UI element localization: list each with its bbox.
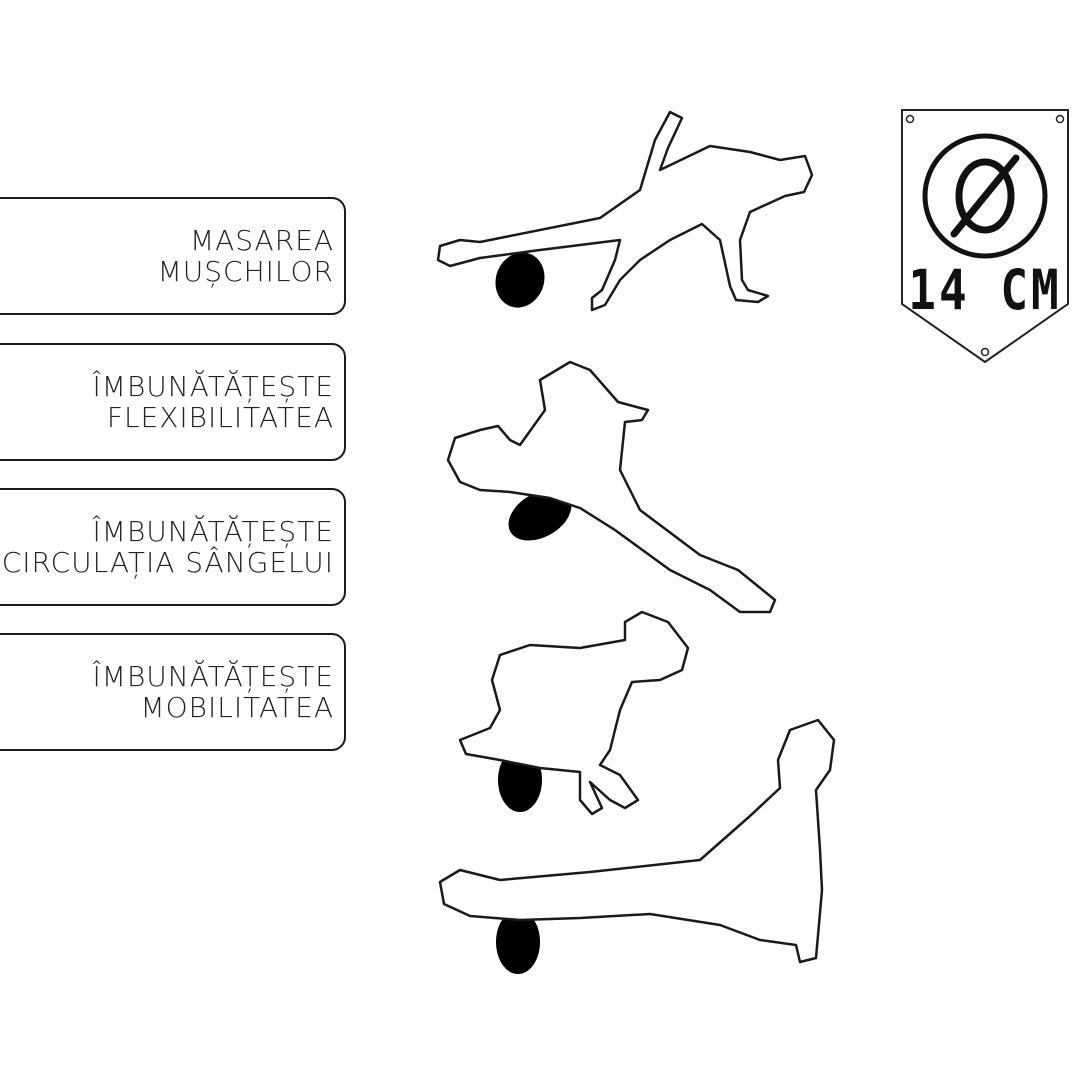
benefit-line: MASAREA <box>189 224 334 257</box>
benefit-line: MUȘCHILOR <box>157 255 334 288</box>
benefit-line: FLEXIBILITATEA <box>106 401 334 434</box>
benefit-line: ÎMBUNĂTĂȚEȘTE <box>92 515 334 548</box>
benefit-box-flexibility: ÎMBUNĂTĂȚEȘTE FLEXIBILITATEA <box>0 343 346 461</box>
benefit-box-massage: MASAREA MUȘCHILOR <box>0 197 346 315</box>
diameter-badge: 14 CM <box>896 106 1074 368</box>
benefit-line: ÎMBUNĂTĂȚEȘTE <box>92 370 334 403</box>
benefit-line: CIRCULAȚIA SÂNGELUI <box>1 546 334 579</box>
diameter-icon <box>922 133 1048 259</box>
figure-lunge-stretch <box>446 360 777 614</box>
roller-icon <box>508 489 572 541</box>
exercise-illustrations <box>436 110 836 974</box>
benefit-line: MOBILITATEA <box>140 691 334 724</box>
diameter-value: 14 CM <box>908 257 1062 323</box>
benefit-box-mobility: ÎMBUNĂTĂȚEȘTE MOBILITATEA <box>0 633 346 751</box>
figure-calf-roll <box>438 718 836 974</box>
benefit-box-circulation: ÎMBUNĂTĂȚEȘTE CIRCULAȚIA SÂNGELUI <box>0 488 346 606</box>
benefit-line: ÎMBUNĂTĂȚEȘTE <box>92 660 334 693</box>
roller-icon <box>495 252 545 308</box>
figure-side-plank <box>436 110 814 312</box>
roller-icon <box>496 910 540 974</box>
badge-shape <box>901 109 1069 364</box>
figure-quad-roll <box>458 610 690 816</box>
